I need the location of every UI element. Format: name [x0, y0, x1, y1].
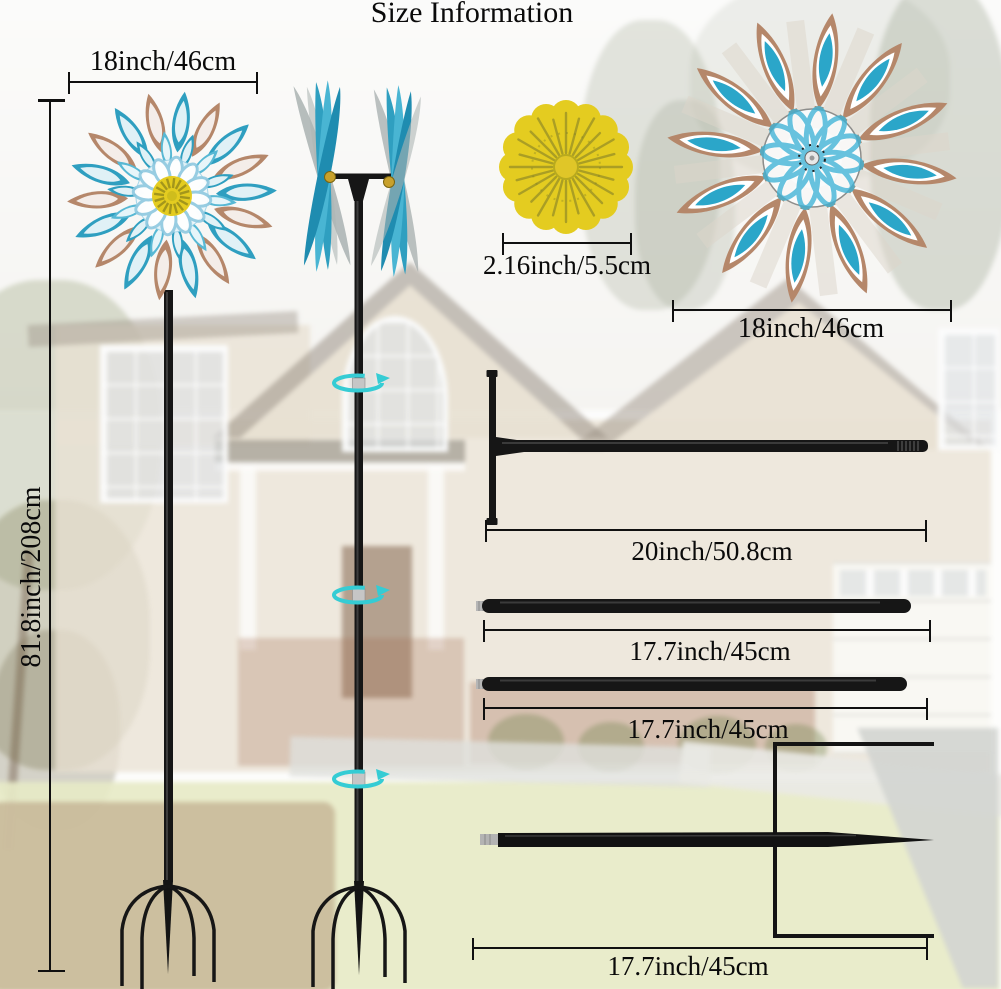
top-pole-dimension-line	[485, 520, 927, 542]
middle-pole-2-dimension-line	[483, 698, 928, 720]
total-height-dimension-line	[38, 99, 65, 972]
pole-section-top	[486, 370, 928, 525]
porch-column	[240, 464, 256, 650]
stake-spike	[498, 832, 934, 847]
middle-pole-1-length-label: 17.7inch/45cm	[629, 636, 791, 666]
middle-pole-1-dimension-line	[483, 620, 931, 642]
assembled-pole	[354, 199, 363, 890]
page-title: Size Information	[370, 0, 574, 29]
window	[938, 328, 1000, 450]
porch-column	[428, 464, 444, 650]
pole-connector	[352, 588, 366, 603]
front-spinner-width-dimension-line	[68, 72, 258, 94]
yellow-center	[152, 176, 192, 216]
spinner-crossbar	[325, 173, 391, 179]
side-spinner-ground-base	[311, 879, 407, 989]
pole-section-middle-2	[476, 677, 907, 691]
pole-riser	[348, 179, 369, 201]
garage-door-windows	[840, 570, 986, 596]
spinner-hub	[324, 171, 336, 183]
middle-pole-2-length-label: 17.7inch/45cm	[627, 714, 789, 744]
back-spinner-width-dimension-line	[672, 300, 952, 322]
ground-stake-section	[480, 742, 934, 938]
flower-centerpiece	[499, 100, 633, 234]
front-spinner-ground-base	[120, 878, 216, 989]
threaded-tip	[897, 441, 919, 451]
back-spinner-width-label: 18inch/46cm	[737, 313, 885, 344]
top-pole-length-label: 20inch/50.8cm	[631, 536, 793, 566]
pole-section-middle-1	[476, 599, 911, 613]
front-door	[342, 546, 412, 698]
back-spinner-center-disc	[759, 105, 865, 211]
front-spinner-pole	[164, 290, 173, 882]
spinner-hub	[383, 176, 395, 188]
front-spinner-head	[66, 90, 278, 302]
pole-connector	[352, 771, 366, 786]
flower-center-size-label: 2.16inch/5.5cm	[483, 250, 651, 280]
side-spinner-blades-right	[365, 85, 430, 278]
flower-center-dimension-line	[502, 233, 632, 255]
front-spinner-width-label: 18inch/46cm	[89, 46, 237, 77]
porch-fascia	[215, 462, 465, 471]
back-spinner-wheel	[647, 0, 977, 323]
total-height-label: 81.8inch/208cm	[16, 486, 47, 668]
ground-stake-dimension-line	[472, 938, 928, 960]
ground-stake-length-label: 17.7inch/45cm	[607, 951, 769, 981]
threaded-tip	[480, 834, 498, 845]
side-view-spinner	[290, 80, 430, 989]
